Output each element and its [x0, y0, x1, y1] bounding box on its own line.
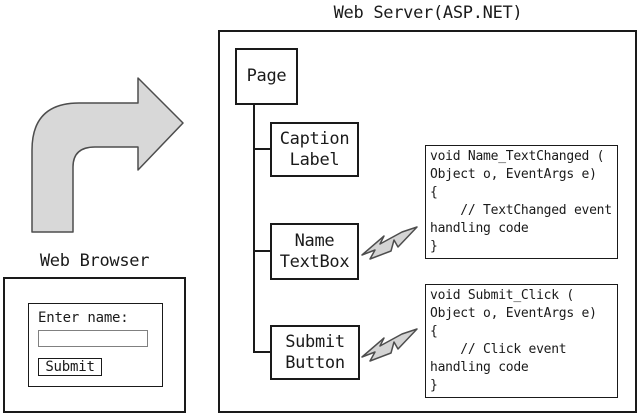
node-submit-button: Submit Button	[270, 325, 360, 380]
branch-caption-line	[255, 148, 270, 150]
node-name-textbox: Name TextBox	[270, 223, 359, 280]
browser-title: Web Browser	[39, 251, 150, 271]
enter-name-label: Enter name:	[38, 310, 129, 326]
branch-submit-line	[255, 351, 270, 353]
event-bolt-icon	[361, 328, 418, 362]
node-submit-button-text: Submit Button	[285, 331, 345, 373]
submit-button-label: Submit	[45, 359, 95, 375]
branch-name-line	[255, 250, 270, 252]
code-textchanged: void Name_TextChanged ( Object o, EventA…	[430, 149, 612, 254]
node-caption-label-text: Caption Label	[279, 128, 350, 170]
name-input[interactable]	[38, 330, 148, 347]
tree-trunk-line	[253, 104, 255, 353]
code-click: void Submit_Click ( Object o, EventArgs …	[430, 288, 597, 393]
submit-button[interactable]: Submit	[38, 358, 102, 376]
node-name-textbox-text: Name TextBox	[279, 230, 350, 272]
node-page: Page	[235, 48, 298, 105]
node-caption-label: Caption Label	[270, 122, 359, 177]
node-page-label: Page	[246, 66, 287, 86]
curved-right-arrow-icon	[31, 77, 184, 233]
server-title: Web Server(ASP.NET)	[333, 3, 523, 23]
event-bolt-icon	[361, 226, 418, 260]
code-box-click: void Submit_Click ( Object o, EventArgs …	[425, 284, 618, 398]
code-box-textchanged: void Name_TextChanged ( Object o, EventA…	[425, 145, 618, 259]
